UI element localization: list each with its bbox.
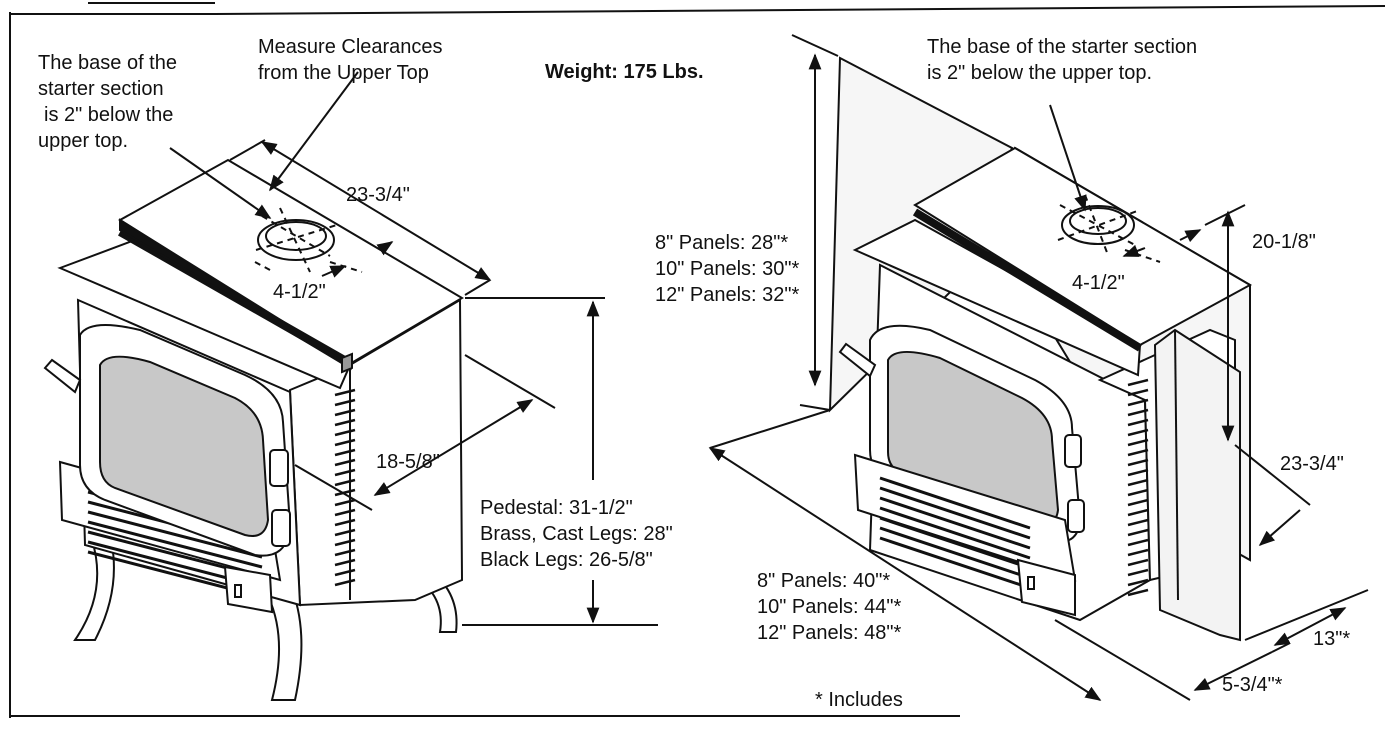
measure-note-line-1: Measure Clearances (258, 36, 443, 58)
left-stove-handle (43, 358, 82, 394)
right-stove-side-panel (1153, 328, 1241, 642)
left-stove-door (79, 324, 292, 557)
panel-height-10: 10" Panels: 30"* (655, 258, 800, 280)
panel-width-12: 12" Panels: 48"* (757, 622, 902, 644)
right-starter-note-line-2: is 2" below the upper top. (927, 62, 1153, 84)
left-stove-side-vents (334, 388, 356, 587)
right-panel-heights: 8" Panels: 28"* 10" Panels: 30"* 12" Pan… (655, 230, 799, 308)
right-stove (828, 56, 1253, 642)
right-flue-dimension: 4-1/2" (1072, 272, 1125, 294)
panel-width-8: 8" Panels: 40"* (757, 570, 891, 592)
measure-clearances-note: Measure Clearances from the Upper Top (258, 34, 443, 86)
right-stove-handle (838, 342, 877, 378)
right-top-dimension: 20-1/8" (1252, 231, 1316, 253)
height-option-pedestal: Pedestal: 31-1/2" (480, 497, 633, 519)
right-stove-top (852, 146, 1253, 377)
left-starter-note-line-1: The base of the (38, 52, 177, 74)
left-dimension-lines (169, 71, 658, 626)
right-depth-dimension-a: 13"* (1313, 628, 1351, 650)
right-starter-base-note: The base of the starter section is 2" be… (927, 34, 1197, 86)
weight-label: Weight: 175 Lbs. (545, 61, 704, 83)
right-side-dimension: 23-3/4" (1280, 453, 1344, 475)
panel-width-10: 10" Panels: 44"* (757, 596, 902, 618)
right-stove-flue-collar (1057, 194, 1161, 263)
panel-height-8: 8" Panels: 28"* (655, 232, 789, 254)
left-starter-base-note: The base of the starter section is 2" be… (38, 50, 177, 154)
right-stove-side-vents (1127, 378, 1149, 597)
right-dimension-lines (708, 34, 1369, 701)
right-panel-widths: 8" Panels: 40"* 10" Panels: 44"* 12" Pan… (757, 568, 901, 646)
height-option-brass-cast: Brass, Cast Legs: 28" (480, 523, 673, 545)
height-option-black-legs: Black Legs: 26-5/8" (480, 549, 653, 571)
left-height-options: Pedestal: 31-1/2" Brass, Cast Legs: 28" … (480, 495, 673, 573)
left-stove-legs (73, 538, 458, 701)
measure-note-line-2: from the Upper Top (258, 62, 429, 84)
left-depth-dimension: 18-5/8" (376, 451, 440, 473)
diagram-frame (9, 2, 1385, 718)
left-starter-note-line-2: starter section (38, 78, 164, 100)
panel-height-12: 12" Panels: 32"* (655, 284, 800, 306)
left-flue-dimension: 4-1/2" (273, 281, 326, 303)
left-starter-note-line-4: upper top. (38, 130, 129, 152)
includes-footnote: * Includes (815, 689, 903, 711)
left-width-dimension: 23-3/4" (346, 184, 410, 206)
right-starter-note-line-1: The base of the starter section (927, 36, 1198, 58)
right-depth-dimension-b: 5-3/4"* (1222, 674, 1283, 696)
left-starter-note-line-3: is 2" below the (44, 104, 174, 126)
left-stove (43, 158, 464, 701)
